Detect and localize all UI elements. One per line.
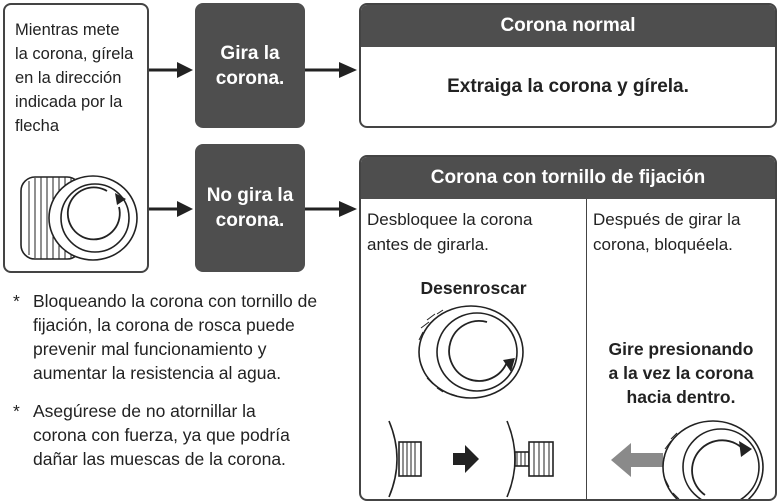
screw-crown-box: Corona con tornillo de fijación Desbloqu… — [359, 155, 777, 501]
crown-not-turn-box: No gira la corona. — [195, 144, 305, 272]
arrow-right-icon — [453, 445, 479, 473]
normal-crown-title: Corona normal — [361, 5, 775, 47]
normal-crown-box: Corona normal Extraiga la corona y gírel… — [359, 3, 777, 128]
unscrew-label: Desenroscar — [420, 278, 527, 298]
arrow-right-icon — [149, 62, 193, 78]
normal-crown-body: Extraiga la corona y gírela. — [447, 75, 689, 97]
crown-icon — [418, 305, 524, 399]
rotation-arrow-icon — [503, 358, 515, 372]
instruction-box: Mientras mete la corona, gírela en la di… — [3, 3, 149, 273]
press-crown-icon — [611, 420, 764, 499]
arrow-right-icon — [305, 201, 357, 217]
rotation-arrow-icon — [739, 441, 752, 457]
unlock-text: Desbloquee la corona antes de girarla. — [367, 210, 533, 254]
rotation-arrow-icon — [115, 193, 126, 205]
lock-text: Después de girar la corona, bloquéela. — [593, 210, 741, 254]
press-instruction: Gire presionando a la vez la corona haci… — [608, 339, 754, 407]
press-arrow-icon — [611, 443, 663, 477]
arrow-right-icon — [305, 62, 357, 78]
instruction-text: Mientras mete la corona, gírela en la di… — [15, 21, 134, 135]
crown-side-icon — [388, 420, 554, 498]
arrow-right-icon — [149, 201, 193, 217]
crown-turns-box: Gira la corona. — [195, 3, 305, 128]
screw-crown-title: Corona con tornillo de fijación — [361, 157, 775, 199]
column-divider — [586, 199, 587, 499]
crown-icon — [20, 175, 138, 261]
